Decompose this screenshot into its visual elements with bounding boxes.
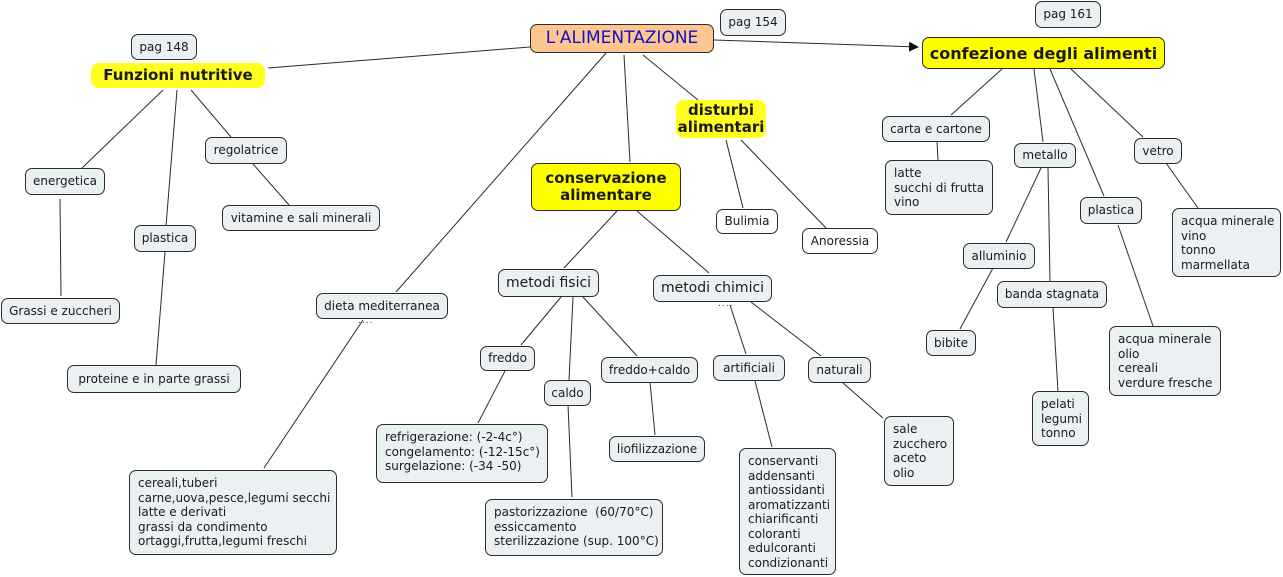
anoressia-node[interactable]: Anoressia: [802, 228, 878, 254]
link-funzioni-regolatrice: [190, 89, 232, 138]
bulimia-node[interactable]: Bulimia: [716, 209, 778, 234]
link-conservazione-chimici: [636, 210, 710, 274]
freddo-node[interactable]: freddo: [480, 346, 535, 371]
freddo-detail-node[interactable]: refrigerazione: (-2-4c°) congelamento: (…: [376, 424, 548, 483]
link-regolatrice-detail: [252, 163, 290, 206]
page-ref-148[interactable]: pag 148: [131, 34, 197, 60]
dieta-detail-node[interactable]: cereali,tuberi carne,uova,pesce,legumi s…: [129, 470, 337, 555]
link-root-disturbi: [642, 54, 699, 101]
disturbi-alimentari-node[interactable]: disturbi alimentari: [676, 100, 766, 138]
naturali-detail-node[interactable]: sale zucchero aceto olio: [884, 416, 954, 486]
caldo-detail-node[interactable]: pastorizzazione (60/70°C) essiccamento s…: [485, 499, 663, 556]
freddo-caldo-node[interactable]: freddo+caldo: [601, 357, 698, 383]
metodi-chimici-node[interactable]: metodi chimici: [653, 275, 772, 302]
link-fisici-freddo: [520, 296, 562, 346]
confezione-alimenti-node[interactable]: confezione degli alimenti: [922, 37, 1165, 69]
plastica-confezione-node[interactable]: plastica: [1080, 197, 1142, 224]
link-metallo-alluminio: [1005, 167, 1042, 243]
liofilizzazione-node[interactable]: liofilizzazione: [609, 436, 705, 462]
regolatrice-node[interactable]: regolatrice: [205, 137, 287, 164]
funzioni-nutritive-node[interactable]: Funzioni nutritive: [91, 63, 265, 88]
link-freddocaldo-detail: [649, 381, 656, 436]
carta-cartone-node[interactable]: carta e cartone: [882, 116, 990, 142]
link-plastica-detail2: [1117, 224, 1154, 327]
link-confezione-vetro: [1070, 68, 1144, 138]
link-fisici-caldo: [568, 296, 574, 381]
carta-detail-node[interactable]: latte succhi di frutta vino: [885, 160, 993, 215]
alluminio-node[interactable]: alluminio: [963, 243, 1035, 269]
link-fisici-freddocaldo: [582, 296, 638, 357]
dieta-mediterranea-node[interactable]: dieta mediterranea: [316, 293, 448, 319]
artificiali-node[interactable]: artificiali: [713, 355, 785, 381]
link-root-confezione: [713, 39, 919, 52]
page-ref-154[interactable]: pag 154: [720, 9, 786, 36]
link-artificiali-detail: [754, 380, 773, 448]
link-carta-detail: [936, 140, 939, 161]
link-funzioni-energetica: [81, 89, 164, 169]
link-banda-detail: [1052, 307, 1059, 392]
link-disturbi-anoressia: [740, 139, 827, 229]
link-energetica-detail: [59, 198, 62, 297]
link-alluminio-bibite: [959, 267, 994, 330]
page-ref-161[interactable]: pag 161: [1035, 1, 1101, 28]
dieta-expand-dots[interactable]: ....: [358, 316, 374, 326]
link-freddo-detail: [477, 370, 506, 424]
root-node[interactable]: L'ALIMENTAZIONE: [530, 24, 714, 53]
chimici-expand-dots[interactable]: ....: [718, 299, 734, 309]
link-conservazione-fisici: [563, 210, 618, 269]
link-naturali-detail: [842, 382, 884, 419]
link-confezione-metallo: [1033, 68, 1044, 143]
bibite-node[interactable]: bibite: [926, 330, 976, 356]
link-vetro-detail: [1165, 162, 1199, 209]
grassi-zuccheri-node[interactable]: Grassi e zuccheri: [1, 298, 120, 324]
plastica-funzione-node[interactable]: plastica: [134, 225, 196, 252]
naturali-node[interactable]: naturali: [808, 357, 871, 383]
conservazione-alimentare-node[interactable]: conservazione alimentare: [531, 163, 681, 211]
link-metallo-banda: [1047, 167, 1051, 282]
metodi-fisici-node[interactable]: metodi fisici: [498, 269, 599, 297]
vetro-detail-node[interactable]: acqua minerale vino tonno marmellata: [1172, 208, 1281, 277]
caldo-node[interactable]: caldo: [544, 380, 591, 406]
link-root-dieta: [395, 52, 607, 293]
link-caldo-detail: [567, 404, 573, 498]
plastica-detail-node[interactable]: acqua minerale olio cereali verdure fres…: [1109, 326, 1221, 396]
link-root-conservazione: [623, 54, 631, 163]
vetro-node[interactable]: vetro: [1134, 138, 1182, 164]
link-chimici-artificiali: [729, 304, 747, 355]
banda-detail-node[interactable]: pelati legumi tonno: [1032, 391, 1089, 446]
vitamine-node[interactable]: vitamine e sali minerali: [222, 205, 380, 231]
link-plastica-detail: [155, 251, 166, 366]
link-disturbi-bulimia: [725, 139, 744, 209]
banda-stagnata-node[interactable]: banda stagnata: [997, 281, 1107, 308]
link-confezione-plastica: [1049, 68, 1105, 197]
link-funzioni-plastica: [165, 89, 178, 227]
link-root-funzioni: [267, 46, 531, 69]
link-dieta-detail: [263, 319, 364, 469]
energetica-node[interactable]: energetica: [25, 168, 105, 195]
artificiali-detail-node[interactable]: conservanti addensanti antiossidanti aro…: [739, 448, 836, 575]
link-confezione-carta: [950, 68, 1003, 116]
metallo-node[interactable]: metallo: [1014, 143, 1076, 168]
link-chimici-naturali: [750, 301, 822, 357]
proteine-node[interactable]: proteine e in parte grassi: [67, 365, 241, 393]
